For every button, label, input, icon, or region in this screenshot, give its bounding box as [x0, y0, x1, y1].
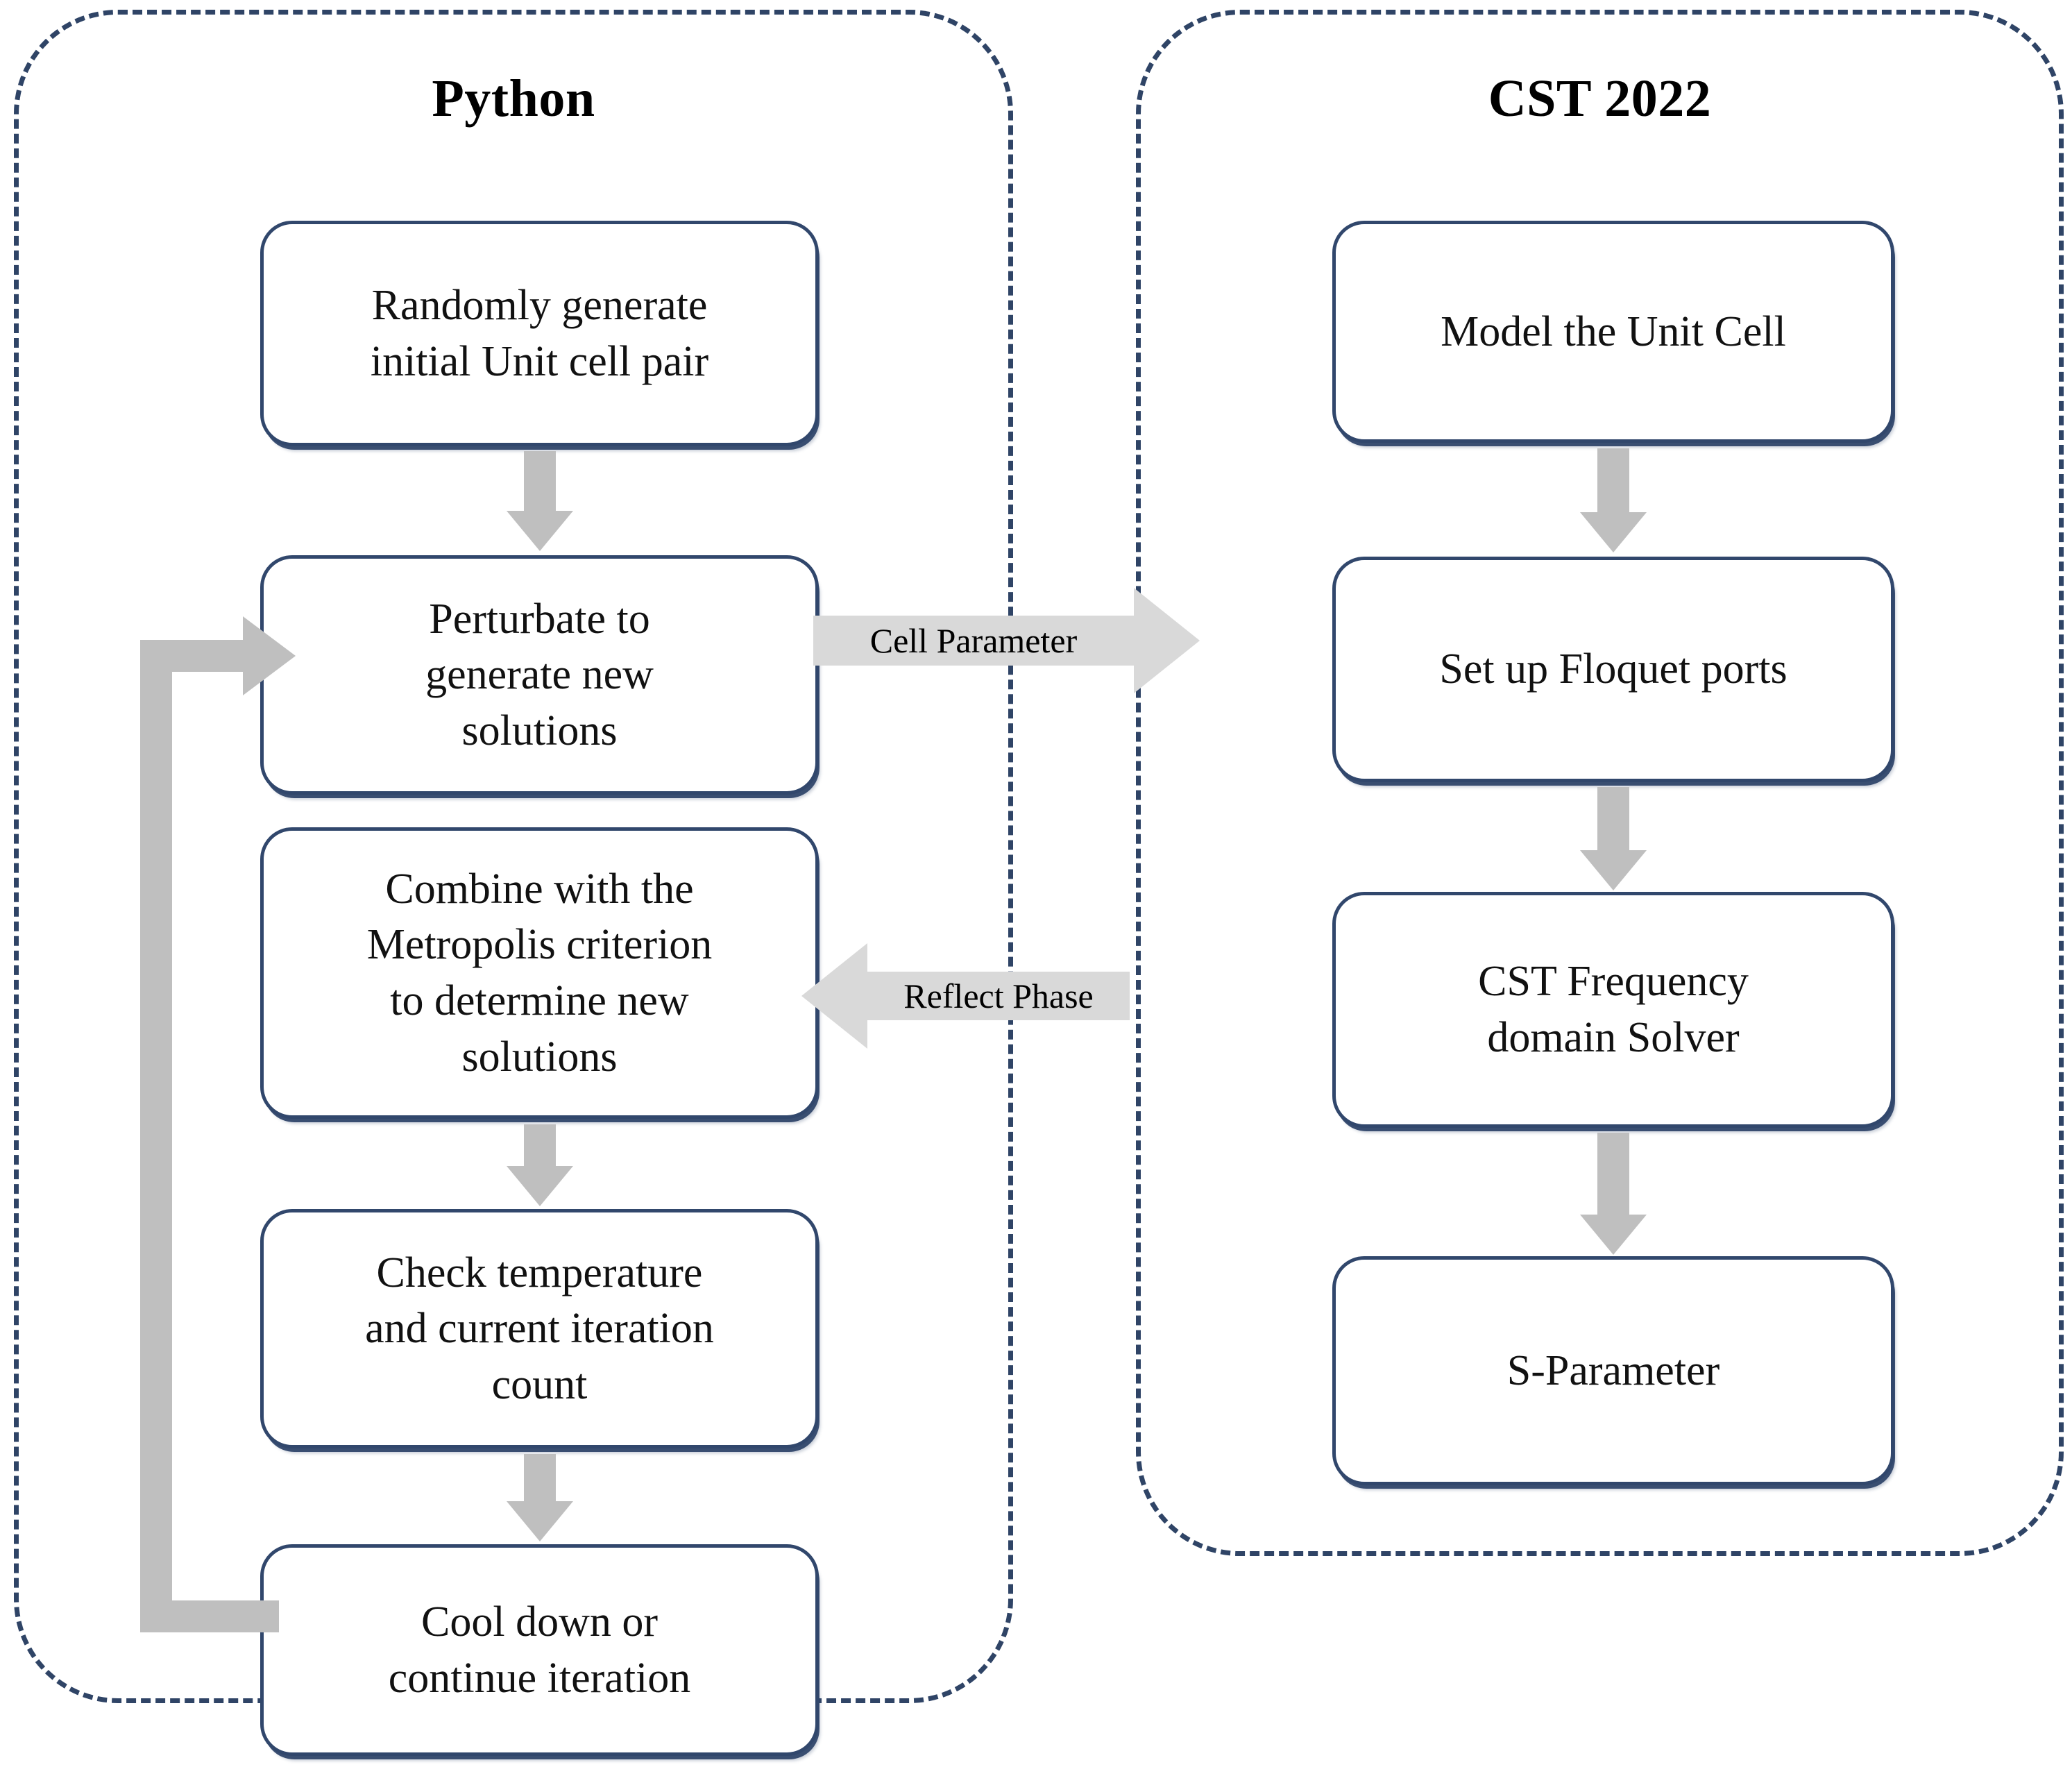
arrow-down-model-to-floquet [1597, 448, 1629, 514]
node-line: generate new [425, 651, 654, 699]
node-line: Metropolis criterion [366, 921, 713, 969]
arrow-down-metropolis-to-check [524, 1124, 556, 1167]
node-check-temperature-and-iteration-count[interactable]: Check temperature and current iteration … [260, 1209, 819, 1448]
node-label: Check temperature and current iteration … [365, 1245, 714, 1413]
node-randomly-generate-initial-unit-cell-pair[interactable]: Randomly generate initial Unit cell pair [260, 221, 819, 446]
node-label: Combine with the Metropolis criterion to… [367, 861, 713, 1085]
node-line: Model the Unit Cell [1441, 307, 1786, 355]
node-line: CST Frequency [1478, 958, 1749, 1006]
arrow-feedback-loop-cool-to-perturbate [140, 616, 296, 1632]
node-label: Model the Unit Cell [1441, 304, 1786, 360]
node-line: Set up Floquet ports [1439, 645, 1787, 693]
node-line: continue iteration [388, 1654, 691, 1702]
node-label: Perturbate to generate new solutions [425, 591, 654, 759]
arrow-down-check-to-cool [524, 1454, 556, 1503]
node-label: CST Frequency domain Solver [1478, 954, 1749, 1065]
arrow-left-reflect-phase: Reflect Phase [867, 972, 1130, 1020]
group-title-cst: CST 2022 [1488, 69, 1712, 128]
node-s-parameter[interactable]: S-Parameter [1332, 1256, 1894, 1485]
node-line: to determine new [390, 977, 689, 1024]
arrow-down-init-to-perturbate [524, 451, 556, 512]
node-line: Cool down or [421, 1598, 658, 1646]
node-line: initial Unit cell pair [370, 337, 709, 385]
node-line: Combine with the [385, 865, 694, 913]
node-label: S-Parameter [1507, 1343, 1719, 1399]
node-line: Perturbate to [429, 595, 650, 643]
node-line: and current iteration [365, 1305, 714, 1353]
node-line: Randomly generate [371, 281, 708, 329]
node-label: Randomly generate initial Unit cell pair [371, 278, 708, 389]
node-line: S-Parameter [1506, 1346, 1720, 1394]
arrow-right-cell-parameter: Cell Parameter [813, 616, 1134, 666]
loop-arrowhead-icon [243, 616, 296, 695]
node-line: Check temperature [376, 1249, 703, 1296]
arrow-down-solver-to-sparameter [1597, 1133, 1629, 1216]
node-model-the-unit-cell[interactable]: Model the Unit Cell [1332, 221, 1894, 443]
loop-segment-top [140, 640, 243, 672]
node-perturbate-to-generate-new-solutions[interactable]: Perturbate to generate new solutions [260, 555, 819, 795]
arrow-label-reflect-phase: Reflect Phase [903, 977, 1094, 1015]
node-line: count [491, 1360, 588, 1408]
node-label: Cool down or continue iteration [389, 1594, 691, 1706]
arrow-label-cell-parameter: Cell Parameter [869, 621, 1078, 660]
node-line: solutions [461, 707, 618, 754]
node-combine-metropolis-criterion[interactable]: Combine with the Metropolis criterion to… [260, 827, 819, 1119]
group-title-python: Python [432, 69, 595, 128]
loop-segment-vertical [140, 640, 172, 1632]
arrow-down-floquet-to-solver [1597, 787, 1629, 852]
node-line: domain Solver [1487, 1014, 1740, 1061]
node-label: Set up Floquet ports [1439, 641, 1787, 698]
node-cool-down-or-continue-iteration[interactable]: Cool down or continue iteration [260, 1544, 819, 1756]
group-container-cst: CST 2022 [1136, 10, 2064, 1556]
node-line: solutions [461, 1033, 618, 1081]
node-set-up-floquet-ports[interactable]: Set up Floquet ports [1332, 557, 1894, 782]
node-cst-frequency-domain-solver[interactable]: CST Frequency domain Solver [1332, 892, 1894, 1128]
